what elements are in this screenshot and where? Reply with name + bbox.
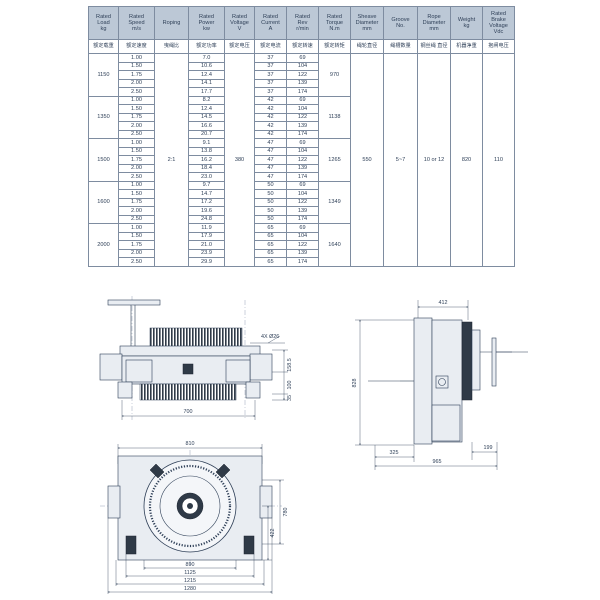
dim-412: 412 <box>439 300 448 306</box>
column-header-cn: 额定功率 <box>188 39 225 54</box>
dim-35: 35 <box>287 395 293 401</box>
dim-1215: 1215 <box>184 578 196 584</box>
dim-325: 325 <box>390 450 399 456</box>
header-row-chinese: 额定载重额定速度曳绳比额定功率额定电压额定电流额定转速额定转矩绳轮直径绳槽数量钢… <box>88 39 515 54</box>
column-header-cn: 绳轮直径 <box>350 39 384 54</box>
column-header-cn: 额定电压 <box>224 39 255 54</box>
holes-label: 4X Ø26 <box>261 334 279 340</box>
rated-speed-cell: 2.50 <box>118 257 155 267</box>
column-header: Weight kg <box>450 6 483 40</box>
column-header: Rated Torque N.m <box>318 6 351 40</box>
column-header-cn: 机器净重 <box>450 39 483 54</box>
top-view-drawing: 810 780 422 890 1125 1215 <box>100 441 289 594</box>
dim-828: 828 <box>352 379 358 388</box>
column-header-cn: 钢丝绳 直径 <box>417 39 451 54</box>
column-header: Rated Load kg <box>88 6 119 40</box>
column-header: Rope Diameter mm <box>417 6 451 40</box>
dim-965: 965 <box>433 459 442 465</box>
column-header-cn: 抱闸电压 <box>482 39 515 54</box>
rated-torque-cell: 1349 <box>318 180 351 224</box>
column-header-cn: 额定转矩 <box>318 39 351 54</box>
dim-422: 422 <box>270 529 276 538</box>
rated-torque-cell: 1640 <box>318 223 351 267</box>
brake-voltage-cell: 110 <box>482 53 515 267</box>
dim-890: 890 <box>186 562 195 568</box>
front-view-drawing: 4X Ø26 158.5 100 35 700 <box>99 296 293 420</box>
rated-rev-cell: 174 <box>286 257 319 267</box>
rope-diameter-cell: 10 or 12 <box>417 53 451 267</box>
rated-torque-cell: 1138 <box>318 95 351 139</box>
column-header: Rated Power kw <box>188 6 225 40</box>
dim-780: 780 <box>283 508 289 517</box>
dim-1125: 1125 <box>184 570 196 576</box>
column-header: Roping <box>154 6 189 40</box>
dim-199: 199 <box>484 445 493 451</box>
column-header: Rated Brake Voltage Vdc <box>482 6 515 40</box>
rated-power-cell: 29.9 <box>188 257 225 267</box>
dim-1280: 1280 <box>184 586 196 592</box>
column-header: Rated Speed m/s <box>118 6 155 40</box>
dim-158-5: 158.5 <box>287 358 293 372</box>
roping-cell: 2:1 <box>154 53 189 267</box>
column-header-cn: 额定电流 <box>254 39 287 54</box>
rated-load-cell: 1350 <box>88 95 119 139</box>
dim-100: 100 <box>287 381 293 390</box>
column-header: Rated Voltage V <box>224 6 255 40</box>
column-header-cn: 额定速度 <box>118 39 155 54</box>
column-header: Sheave Diameter mm <box>350 6 384 40</box>
column-header-cn: 额定转速 <box>286 39 319 54</box>
column-header: Rated Rev r/min <box>286 6 319 40</box>
column-header: Groove No. <box>383 6 418 40</box>
groove-number-cell: 5~7 <box>383 53 418 267</box>
rated-load-cell: 1600 <box>88 180 119 224</box>
side-view-drawing: 412 828 325 199 965 <box>352 300 528 470</box>
dim-700: 700 <box>184 409 193 415</box>
dim-810: 810 <box>186 441 195 447</box>
